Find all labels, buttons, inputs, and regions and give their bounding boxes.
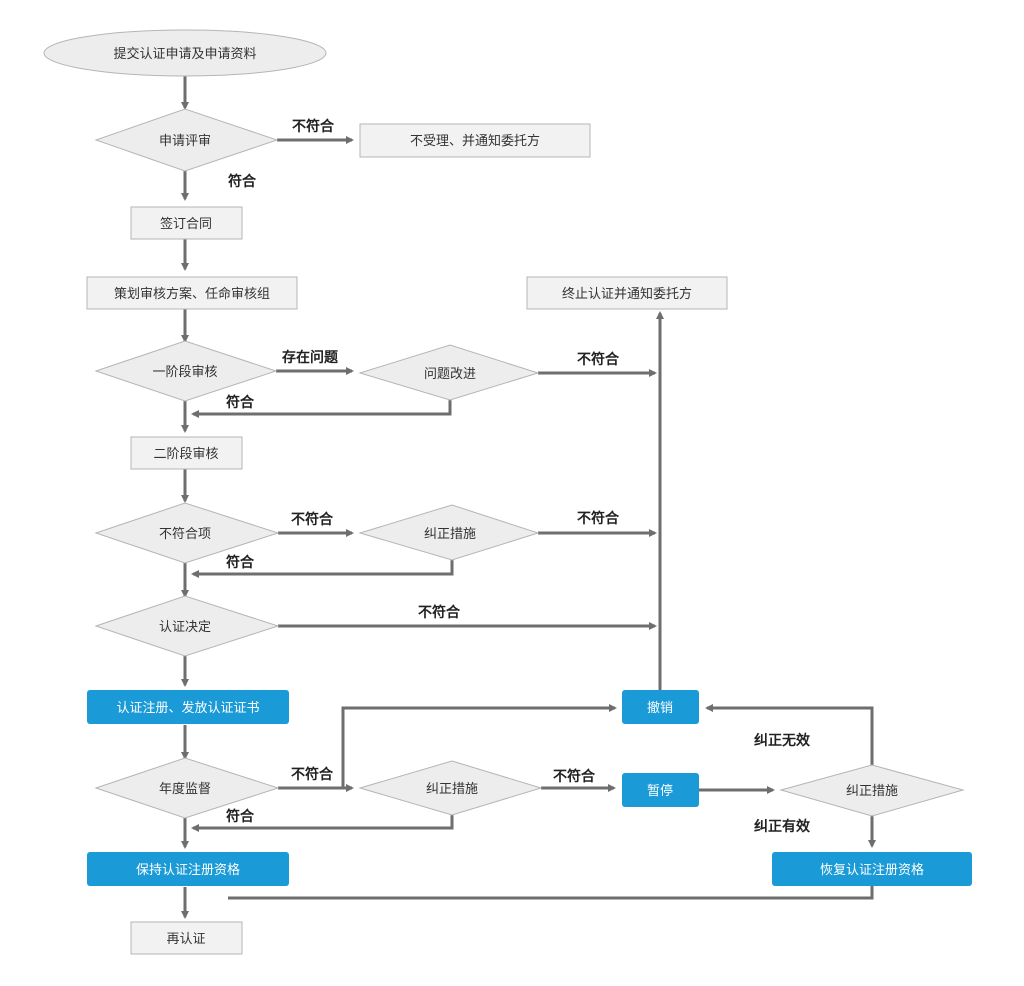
- node-improve: 问题改进: [358, 344, 540, 401]
- node-apply-review: 申请评审: [94, 108, 279, 172]
- node-suspend: 暂停: [622, 773, 699, 807]
- node-start-label: 提交认证申请及申请资料: [113, 46, 256, 62]
- node-keep: 保持认证注册资格: [87, 852, 289, 886]
- label-reject: 不符合: [292, 118, 335, 135]
- node-annual: 年度监督: [94, 757, 280, 819]
- label-apply-ok: 符合: [227, 173, 257, 190]
- node-terminate-label: 终止认证并通知委托方: [562, 286, 692, 302]
- node-nonconform: 不符合项: [94, 502, 280, 564]
- edge-corrective2-back: [191, 815, 454, 832]
- node-reject-label: 不受理、并通知委托方: [410, 133, 540, 149]
- label-annual-ok: 符合: [225, 808, 255, 825]
- node-revoke-label: 撤销: [647, 700, 673, 716]
- node-plan-label: 策划审核方案、任命审核组: [114, 286, 270, 302]
- node-recert-label: 再认证: [166, 932, 205, 947]
- node-stage1: 一阶段审核: [94, 340, 278, 402]
- edge-corrective3-to-revoke: [705, 704, 874, 765]
- node-contract: 签订合同: [130, 206, 243, 240]
- node-start: 提交认证申请及申请资料: [43, 29, 327, 77]
- label-stage1-ok: 符合: [225, 394, 255, 411]
- label-corr-invalid: 纠正无效: [754, 732, 811, 749]
- node-corrective2-label: 纠正措施: [426, 782, 478, 797]
- edge-corrective1-back: [191, 560, 454, 578]
- label-annual-fail: 不符合: [291, 766, 334, 783]
- label-nc-ok: 符合: [225, 554, 255, 571]
- label-decision-fail: 不符合: [418, 604, 461, 621]
- node-corrective3: 纠正措施: [779, 764, 965, 817]
- node-terminate: 终止认证并通知委托方: [526, 276, 728, 310]
- label-nc: 不符合: [291, 511, 334, 528]
- label-issue: 存在问题: [282, 349, 339, 366]
- node-apply-review-label: 申请评审: [159, 134, 211, 149]
- edge-labels: 不符合 符合 存在问题 不符合 符合 不符合 不符合 符合 不符合 不符合 不符…: [225, 118, 811, 835]
- label-corr-valid: 纠正有效: [754, 818, 811, 835]
- node-nonconform-label: 不符合项: [159, 526, 211, 542]
- node-corrective1: 纠正措施: [358, 504, 540, 561]
- edge-improve-back: [191, 400, 452, 418]
- node-plan: 策划审核方案、任命审核组: [86, 276, 298, 310]
- node-register-label: 认证注册、发放认证证书: [116, 700, 259, 716]
- node-corrective1-label: 纠正措施: [424, 527, 476, 542]
- node-improve-label: 问题改进: [424, 367, 476, 382]
- node-register: 认证注册、发放认证证书: [87, 690, 289, 724]
- connectors: [181, 76, 876, 919]
- node-annual-label: 年度监督: [159, 781, 211, 797]
- node-corrective2: 纠正措施: [358, 760, 543, 816]
- node-decision: 认证决定: [94, 595, 280, 657]
- label-corr2-fail: 不符合: [553, 768, 596, 785]
- node-stage2: 二阶段审核: [130, 436, 243, 470]
- edge-annual-to-revoke: [341, 704, 617, 788]
- node-stage2-label: 二阶段审核: [153, 447, 218, 462]
- edge-restore-back: [228, 886, 874, 900]
- node-suspend-label: 暂停: [647, 783, 673, 799]
- node-recert: 再认证: [130, 921, 243, 955]
- node-restore-label: 恢复认证注册资格: [820, 862, 924, 878]
- label-improve-fail: 不符合: [577, 351, 620, 368]
- label-corr1-fail: 不符合: [577, 510, 620, 527]
- node-contract-label: 签订合同: [160, 216, 212, 232]
- node-revoke: 撤销: [622, 690, 699, 724]
- node-decision-label: 认证决定: [159, 620, 211, 635]
- node-restore: 恢复认证注册资格: [772, 852, 972, 886]
- node-stage1-label: 一阶段审核: [152, 365, 217, 380]
- node-corrective3-label: 纠正措施: [846, 784, 898, 799]
- node-reject: 不受理、并通知委托方: [359, 123, 591, 158]
- node-keep-label: 保持认证注册资格: [136, 862, 240, 878]
